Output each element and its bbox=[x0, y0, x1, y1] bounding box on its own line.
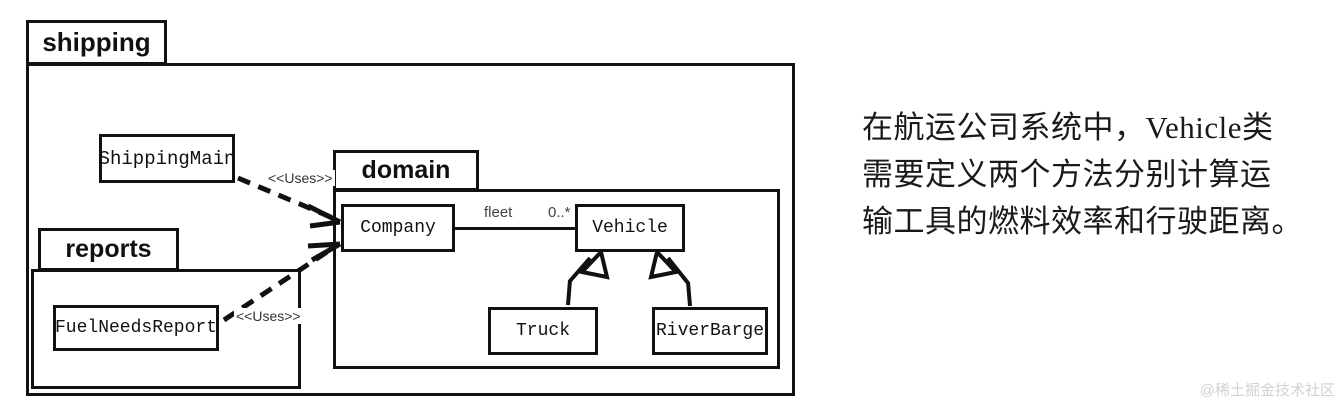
class-box-shippingmain: ShippingMain bbox=[99, 134, 235, 183]
association-multiplicity-label: 0..* bbox=[548, 204, 571, 221]
caption-line-2: 需要定义两个方法分别计算运 bbox=[862, 157, 1272, 192]
class-label-truck: Truck bbox=[515, 321, 570, 341]
package-label-reports: reports bbox=[65, 235, 152, 263]
class-label-fuelneedsreport: FuelNeedsReport bbox=[54, 318, 218, 338]
class-label-shippingmain: ShippingMain bbox=[98, 147, 236, 170]
class-label-company: Company bbox=[360, 218, 436, 238]
caption-line-1: 在航运公司系统中，Vehicle类 bbox=[862, 110, 1274, 145]
class-label-vehicle: Vehicle bbox=[592, 218, 668, 238]
package-label-shipping: shipping bbox=[42, 27, 151, 57]
watermark: @稀土掘金技术社区 bbox=[1199, 382, 1335, 399]
class-label-riverbarge: RiverBarge bbox=[655, 321, 765, 341]
class-box-truck: Truck bbox=[488, 307, 598, 355]
package-label-domain: domain bbox=[361, 156, 451, 184]
class-box-company: Company bbox=[341, 204, 455, 252]
association-role-label-fleet: fleet bbox=[484, 204, 513, 221]
caption-text: 在航运公司系统中，Vehicle类 需要定义两个方法分别计算运 输工具的燃料效率… bbox=[862, 104, 1332, 245]
package-tab-reports: reports bbox=[38, 228, 179, 271]
package-tab-shipping: shipping bbox=[26, 20, 167, 65]
stereotype-label-uses-shippingmain: <<Uses>> bbox=[266, 170, 335, 186]
class-box-vehicle: Vehicle bbox=[575, 204, 685, 252]
class-box-riverbarge: RiverBarge bbox=[652, 307, 768, 355]
stereotype-label-uses-fuelneedsreport: <<Uses>> bbox=[234, 308, 303, 324]
caption-line-3: 输工具的燃料效率和行驶距离。 bbox=[862, 204, 1303, 239]
association-line-company-vehicle bbox=[455, 227, 575, 230]
package-tab-domain: domain bbox=[333, 150, 479, 191]
class-box-fuelneedsreport: FuelNeedsReport bbox=[53, 305, 219, 351]
